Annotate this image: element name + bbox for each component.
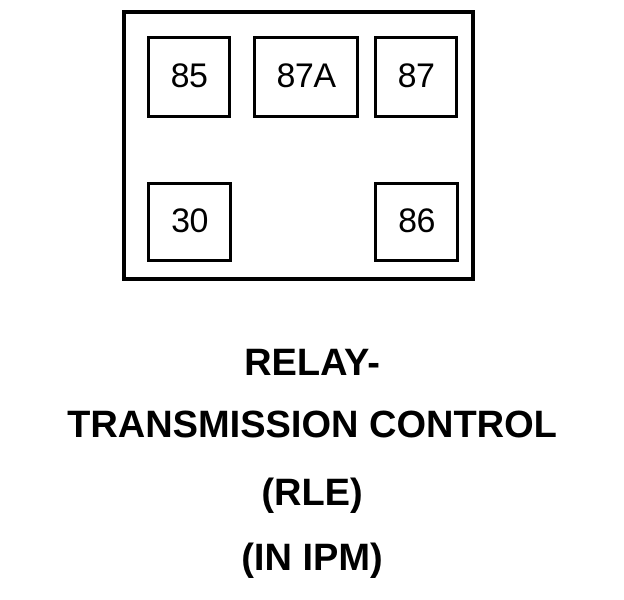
terminal-label-87a: 87A [276, 57, 337, 95]
terminal-label-86: 86 [398, 202, 435, 240]
caption-line-component-code: (RLE) [261, 472, 363, 514]
terminal-pad-87[interactable]: 87 [374, 36, 458, 118]
terminal-pad-86[interactable]: 86 [374, 182, 459, 262]
terminal-label-87: 87 [397, 57, 435, 95]
terminal-label-85: 85 [170, 57, 208, 95]
terminal-label-30: 30 [171, 202, 208, 240]
terminal-pad-87a[interactable]: 87A [253, 36, 359, 118]
terminal-pad-30[interactable]: 30 [147, 182, 232, 262]
relay-body-outline: 85 87A 87 30 86 [122, 10, 475, 281]
caption-line-component-location: (IN IPM) [241, 537, 383, 579]
caption-line-component-name: TRANSMISSION CONTROL [67, 404, 557, 446]
terminal-pad-85[interactable]: 85 [147, 36, 231, 118]
caption-line-component-type: RELAY- [244, 342, 380, 384]
